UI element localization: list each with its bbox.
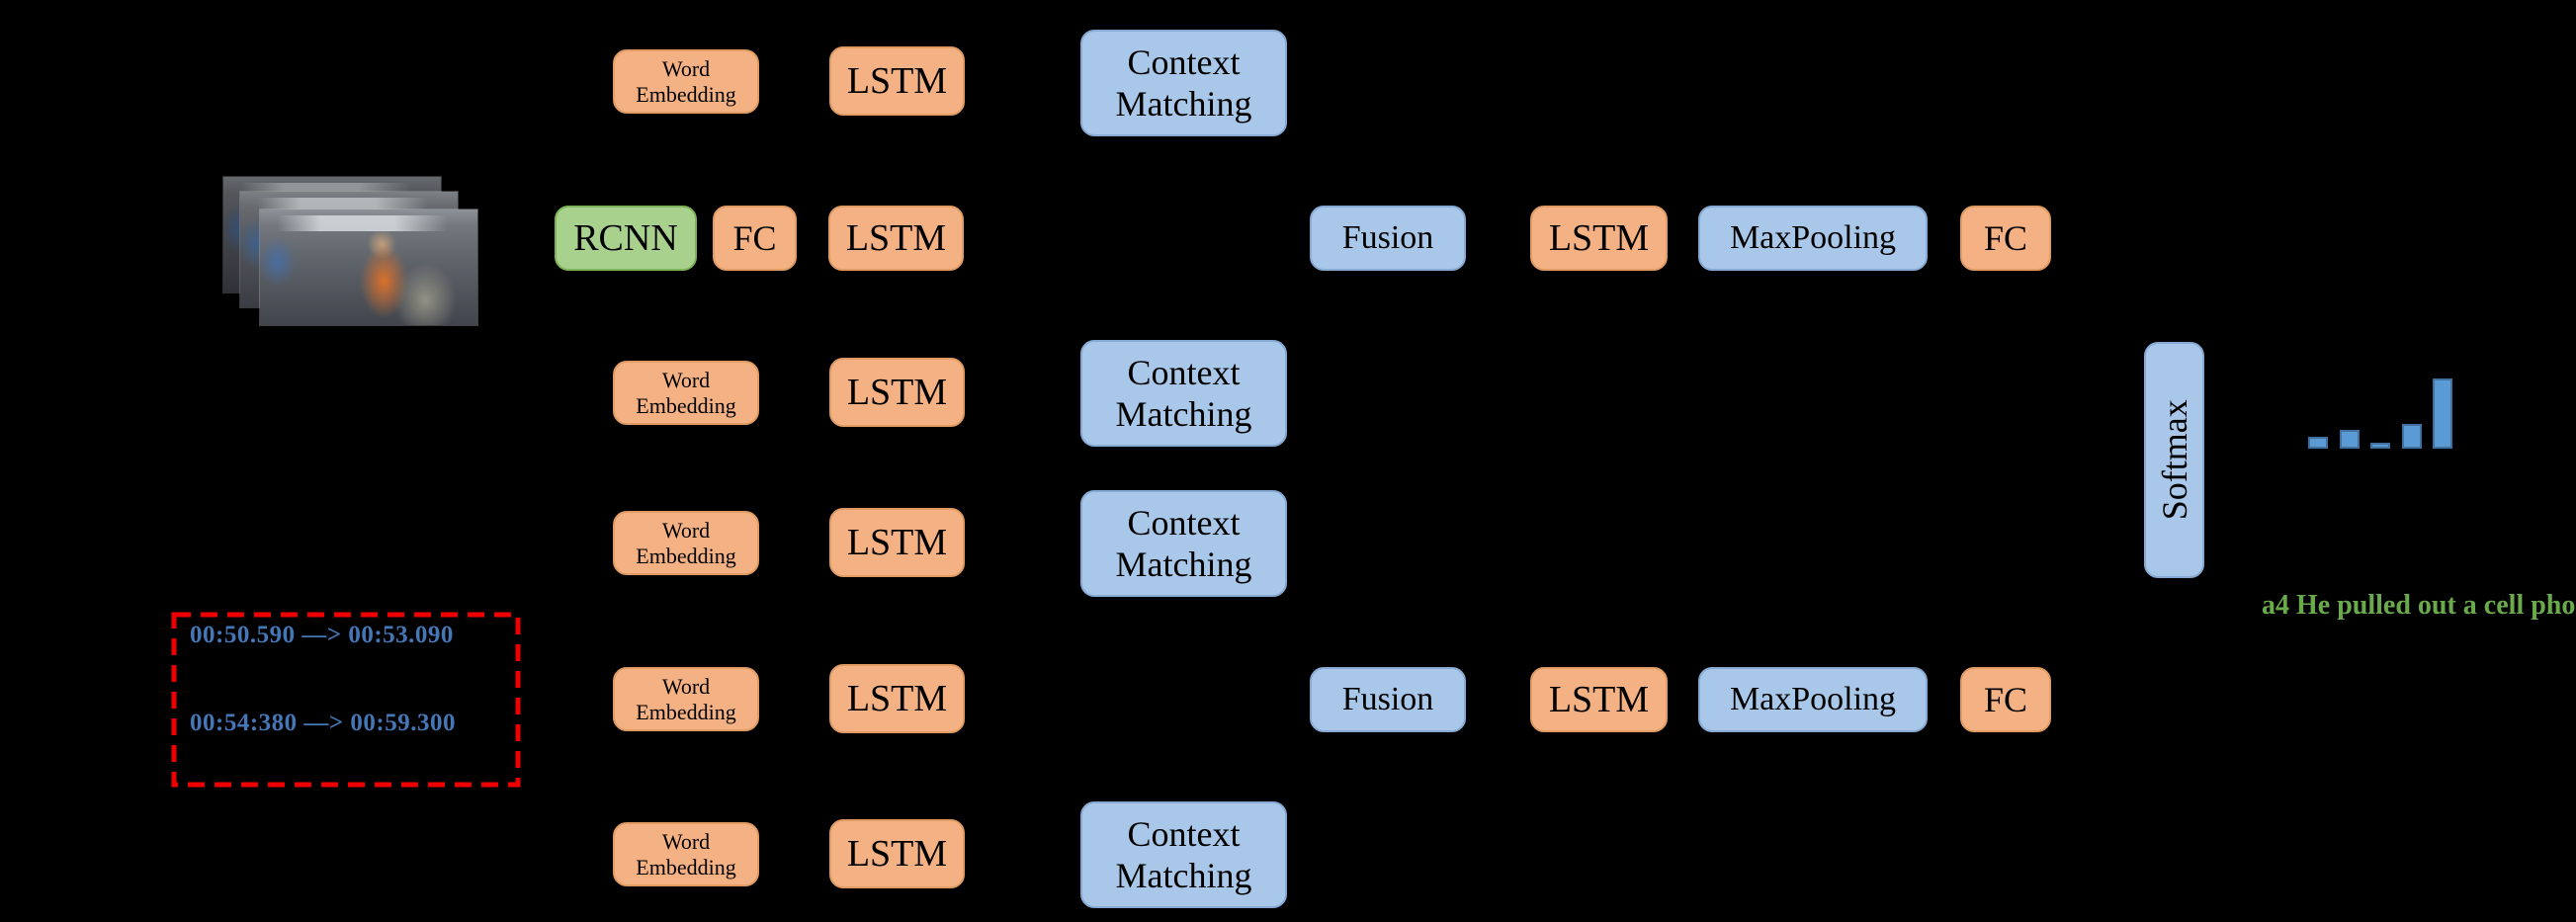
score-bar: [2433, 378, 2452, 449]
diagram-node-maxpooling: MaxPooling: [1698, 667, 1928, 732]
diagram-node-fc: FC: [1960, 667, 2051, 732]
diagram-node-label: Fusion: [1341, 680, 1434, 717]
subtitle-timestamp: 00:54:380 —> 00:59.300: [190, 710, 456, 736]
diagram-node-label: Word Embedding: [636, 673, 736, 724]
diagram-node-lstm: LSTM: [1530, 667, 1668, 732]
diagram-node-label: Word Embedding: [636, 828, 736, 880]
diagram-node-label: Context Matching: [1115, 502, 1252, 584]
diagram-node-lstm: LSTM: [829, 664, 965, 733]
diagram-node-word-embedding: Word Embedding: [613, 822, 759, 886]
diagram-node-lstm: LSTM: [828, 206, 964, 271]
predicted-answer-text: a4 He pulled out a cell phone: [2262, 590, 2576, 621]
video-frame: [259, 209, 478, 326]
diagram-node-lstm: LSTM: [829, 358, 965, 427]
diagram-node-label: LSTM: [846, 521, 948, 563]
diagram-node-lstm: LSTM: [829, 508, 965, 577]
diagram-node-word-embedding: Word Embedding: [613, 49, 759, 114]
diagram-node-lstm: LSTM: [1530, 206, 1668, 271]
diagram-node-label: LSTM: [1548, 216, 1650, 259]
diagram-node-word-embedding: Word Embedding: [613, 361, 759, 425]
diagram-node-fc: FC: [1960, 206, 2051, 271]
diagram-node-context-matching: Context Matching: [1080, 801, 1287, 908]
score-bar: [2370, 443, 2390, 449]
diagram-node-label: FC: [1983, 217, 2028, 258]
diagram-node-label: MaxPooling: [1729, 218, 1897, 256]
score-bar: [2402, 424, 2422, 449]
diagram-node-fusion: Fusion: [1310, 667, 1466, 732]
diagram-node-label: LSTM: [845, 216, 947, 259]
diagram-node-label: MaxPooling: [1729, 680, 1897, 717]
diagram-node-label: LSTM: [846, 832, 948, 875]
video-frames: [221, 170, 480, 327]
diagram-node-label: Context Matching: [1115, 42, 1252, 124]
diagram-node-context-matching: Context Matching: [1080, 340, 1287, 447]
diagram-node-context-matching: Context Matching: [1080, 490, 1287, 597]
diagram-node-lstm: LSTM: [829, 46, 965, 116]
diagram-node-word-embedding: Word Embedding: [613, 667, 759, 731]
diagram-node-word-embedding: Word Embedding: [613, 511, 759, 575]
score-bar: [2308, 437, 2328, 449]
subtitle-box-outline: [171, 612, 521, 788]
answer-score-bar-chart: [2308, 378, 2452, 449]
diagram-node-label: LSTM: [846, 677, 948, 719]
diagram-node-label: Word Embedding: [636, 517, 736, 568]
diagram-node-label: LSTM: [1548, 678, 1650, 720]
subtitle-timestamp: 00:50.590 —> 00:53.090: [190, 622, 454, 648]
diagram-node-lstm: LSTM: [829, 819, 965, 888]
diagram-node-label: Fusion: [1341, 218, 1434, 256]
diagram-node-label: Context Matching: [1115, 352, 1252, 434]
diagram-node-label: Word Embedding: [636, 55, 736, 107]
diagram-node-label: LSTM: [846, 371, 948, 413]
diagram-node-context-matching: Context Matching: [1080, 30, 1287, 136]
diagram-node-fusion: Fusion: [1310, 206, 1466, 271]
score-bar: [2340, 430, 2360, 449]
diagram-node-label: FC: [732, 217, 777, 258]
diagram-node-label: RCNN: [573, 216, 678, 259]
diagram-node-label: Softmax: [2154, 399, 2194, 521]
diagram-node-maxpooling: MaxPooling: [1698, 206, 1928, 271]
diagram-node-label: Context Matching: [1115, 813, 1252, 895]
diagram-node-label: Word Embedding: [636, 367, 736, 418]
diagram-node-label: LSTM: [846, 59, 948, 102]
diagram-node-fc: FC: [713, 206, 797, 271]
diagram-node-rcnn: RCNN: [555, 206, 697, 271]
diagram-node-softmax: Softmax: [2144, 342, 2204, 578]
diagram-node-label: FC: [1983, 679, 2028, 719]
